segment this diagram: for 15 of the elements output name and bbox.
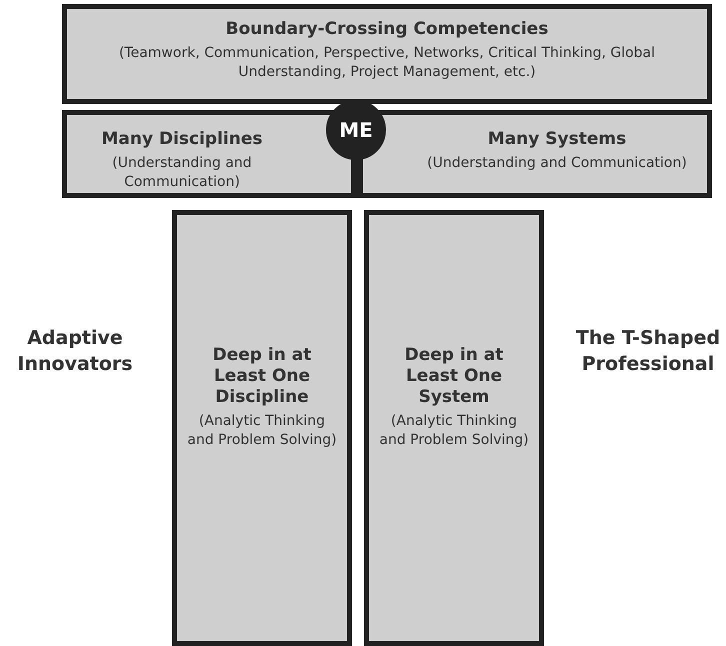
side-label: The T-Shaped Professional	[574, 326, 722, 377]
box-heading: Deep in at Least One Discipline	[212, 345, 312, 408]
side-label: Adaptive Innovators	[16, 326, 134, 377]
box-heading: Deep in at Least One System	[404, 345, 504, 408]
depth-box	[172, 210, 352, 646]
box-description: (Analytic Thinking and Problem Solving)	[186, 412, 338, 450]
box-heading: Many Systems	[488, 129, 626, 150]
box-description: (Understanding and Communication)	[427, 154, 687, 173]
box-description: (Analytic Thinking and Problem Solving)	[378, 412, 530, 450]
depth-box	[364, 210, 544, 646]
box-heading: Many Disciplines	[101, 129, 263, 150]
box-heading: Boundary-Crossing Competencies	[226, 19, 548, 40]
competency-box	[62, 4, 712, 104]
box-description: (Teamwork, Communication, Perspective, Networks, Critical Thinking, Global Understanding, Project Management, etc.)	[118, 44, 656, 82]
box-description: (Understanding and Communication)	[111, 154, 253, 192]
